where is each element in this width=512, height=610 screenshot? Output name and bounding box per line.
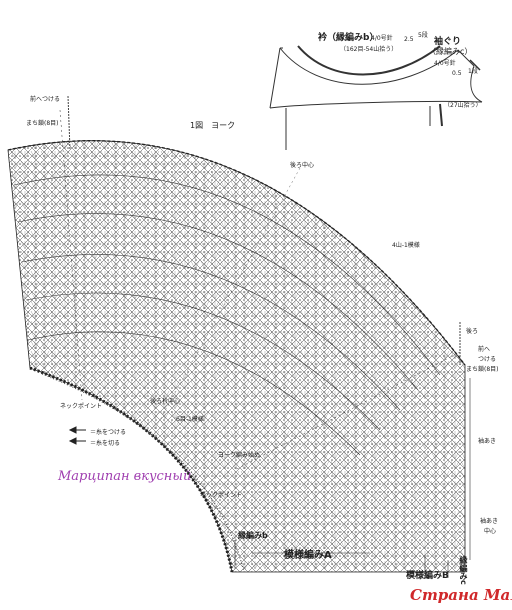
legend-symbols	[68, 426, 86, 445]
edging-b-label: 縁編みb	[238, 531, 268, 540]
collar-hook: 4/0号針	[371, 35, 393, 42]
right-join-3: つける	[478, 356, 497, 363]
yoke-fan	[7, 95, 471, 578]
right-join-2: 前へ	[478, 346, 491, 353]
neck-point-left: ネックポイント	[60, 403, 103, 410]
legend-attach: ＝糸をつける	[90, 429, 127, 436]
yoke-start: ヨーク編み始め	[218, 452, 261, 459]
slip-right: まち鎖(8目)	[466, 366, 499, 373]
slip-top: まち鎖(8目)	[26, 120, 59, 127]
armhole-hook: 4/0号針	[434, 60, 456, 67]
pattern-a-label: 模様編みA	[284, 550, 332, 561]
armhole-height: 0.5	[452, 70, 462, 77]
collar-height: 2.5	[404, 36, 414, 43]
armhole-count: （27山拾う）	[444, 102, 482, 109]
armhole-label: 袖ぐり	[434, 37, 462, 47]
legend-cut: ＝糸を切る	[90, 440, 121, 447]
collar-rows: 5段	[418, 32, 428, 39]
sleeve-opening: 袖あき	[478, 438, 497, 445]
back-center-inner: 後ろ衿中心	[150, 398, 181, 405]
pattern-repeat: 4山-1模様	[392, 242, 420, 249]
pattern-b-label: 模様編みB	[406, 571, 449, 581]
armhole-sub: （縁編みc）	[428, 47, 473, 56]
sleeve-center-2: 中心	[484, 528, 497, 535]
collar-label: 衿（縁編みb）	[318, 33, 379, 43]
garment-schematic	[269, 45, 483, 150]
figure-title: 1図 ヨーク	[190, 121, 236, 130]
collar-count: （162目-54山拾う）	[340, 46, 398, 53]
sleeve-center-1: 袖あき	[480, 518, 499, 525]
front-join-top: 前へつける	[30, 96, 61, 103]
neck-point-bottom: ネックポイント	[200, 492, 243, 499]
pattern-rows: 6目-1模様	[176, 416, 204, 423]
back-center: 後ろ中心	[290, 162, 315, 169]
site-watermark: Страна Мам	[410, 586, 512, 604]
right-join-1: 後ろ	[466, 328, 479, 335]
author-watermark: Марципан вкусный	[58, 469, 192, 484]
edging-c-label: 縁編みc	[459, 556, 468, 585]
armhole-rows: 1段	[468, 68, 478, 75]
